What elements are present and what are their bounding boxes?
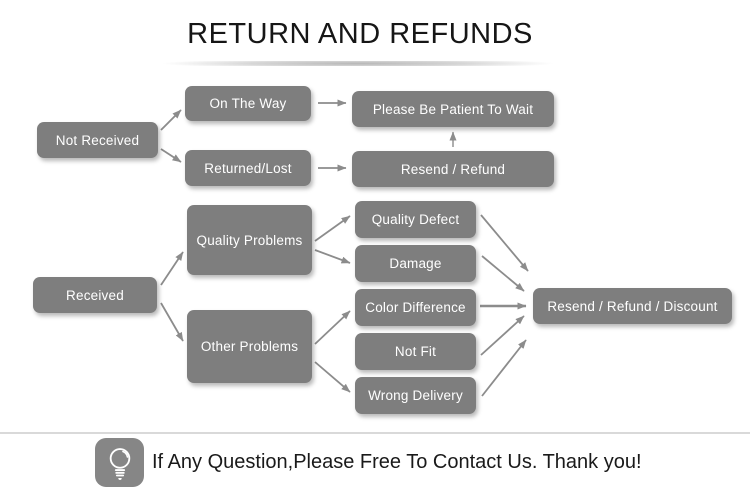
node-label: On The Way <box>209 96 287 111</box>
footer-divider <box>0 432 750 434</box>
node-damage: Damage <box>355 245 476 282</box>
node-label: Resend / Refund / Discount <box>547 298 718 314</box>
node-on-the-way: On The Way <box>185 86 311 121</box>
page-title: RETURN AND REFUNDS <box>187 18 533 50</box>
arrow-received-to-other_problems <box>160 302 184 342</box>
node-label: Quality Problems <box>196 232 303 248</box>
node-quality-problems: Quality Problems <box>187 205 312 275</box>
node-label: Quality Defect <box>371 212 460 227</box>
node-resend-refund-discount: Resend / Refund / Discount <box>533 288 732 324</box>
node-color-difference: Color Difference <box>355 289 476 326</box>
arrow-other_problems-to-color_difference <box>314 310 351 345</box>
arrow-not_fit-to-resend_refund_discount <box>480 315 525 356</box>
node-resend-refund: Resend / Refund <box>352 151 554 187</box>
node-label: Damage <box>389 256 442 271</box>
node-label: Color Difference <box>365 300 466 315</box>
arrow-received-to-quality_problems <box>160 251 184 286</box>
arrow-not_received-to-on_the_way <box>160 109 182 131</box>
light-bulb-icon <box>95 438 144 487</box>
arrow-other_problems-to-wrong_delivery <box>314 361 351 393</box>
arrow-quality_problems-to-damage <box>314 249 351 264</box>
arrow-wrong_delivery-to-resend_refund_discount <box>481 339 527 397</box>
node-label: Other Problems <box>200 339 299 354</box>
node-quality-defect: Quality Defect <box>355 201 476 238</box>
node-not-fit: Not Fit <box>355 333 476 370</box>
node-returned-lost: Returned/Lost <box>185 150 311 186</box>
node-label: Returned/Lost <box>204 160 292 176</box>
node-received: Received <box>33 277 157 313</box>
arrow-quality_problems-to-quality_defect <box>314 215 351 242</box>
node-label: Resend / Refund <box>400 161 506 177</box>
node-label: Received <box>66 287 124 303</box>
arrow-damage-to-resend_refund_discount <box>481 255 525 292</box>
node-label: Not Received <box>55 132 140 148</box>
node-please-be-patient-to-wait: Please Be Patient To Wait <box>352 91 554 127</box>
node-label: Please Be Patient To Wait <box>372 101 534 117</box>
node-other-problems: Other Problems <box>187 310 312 383</box>
arrow-quality_defect-to-resend_refund_discount <box>480 214 529 272</box>
node-label: Wrong Delivery <box>368 388 463 403</box>
arrow-not_received-to-returned_lost <box>160 148 182 163</box>
title-divider <box>158 61 558 66</box>
node-wrong-delivery: Wrong Delivery <box>355 377 476 414</box>
node-not-received: Not Received <box>37 122 158 158</box>
node-label: Not Fit <box>394 344 437 359</box>
footer-message: If Any Question,Please Free To Contact U… <box>152 451 642 473</box>
